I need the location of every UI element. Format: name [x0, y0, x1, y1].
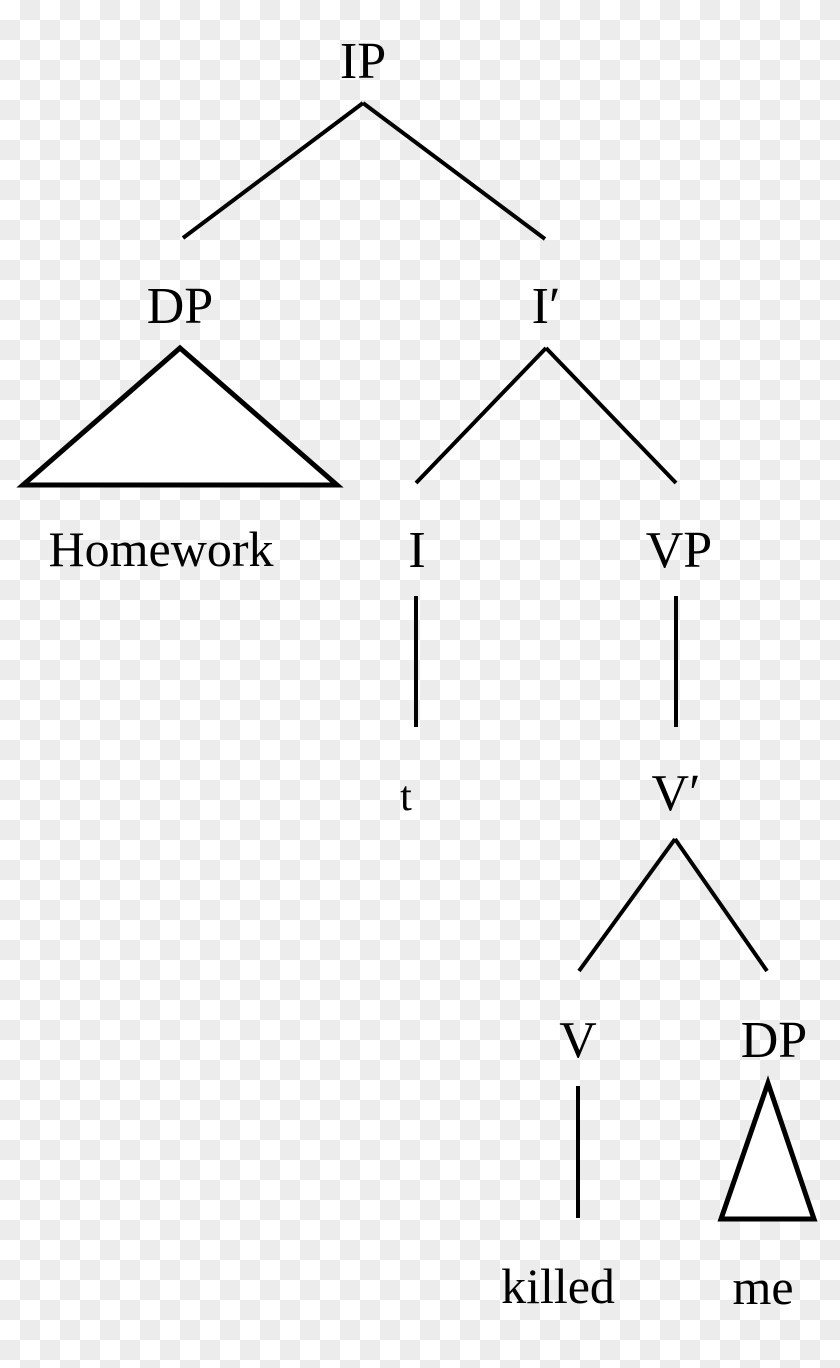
homework-constituent-triangle — [16, 344, 344, 488]
node-label-homework: Homework — [48, 521, 274, 577]
branch-ip-to-dp1 — [181, 101, 365, 240]
node-label-trace: t — [400, 774, 412, 820]
branch-vbar-to-dp2 — [673, 837, 769, 973]
branch-ip-to-ibar — [361, 101, 547, 241]
node-label-dp2: DP — [740, 1012, 808, 1069]
branch-ibar-to-i — [414, 346, 548, 485]
me-constituent-triangle — [717, 1075, 818, 1222]
branch-vbar-to-v — [577, 837, 677, 973]
node-label-vbar: V′ — [651, 765, 701, 822]
node-label-me: me — [732, 1259, 794, 1315]
node-label-v: V — [559, 1012, 597, 1069]
node-label-vp: VP — [645, 522, 713, 579]
branch-ibar-to-vp — [544, 346, 678, 485]
constituent-triangles — [16, 344, 818, 1222]
node-label-killed: killed — [501, 1258, 615, 1314]
node-label-i: I — [408, 522, 426, 579]
node-label-ip: IP — [339, 33, 387, 90]
node-label-ibar: I′ — [531, 278, 561, 335]
branch-lines — [181, 101, 769, 1218]
node-label-dp1: DP — [146, 278, 214, 335]
